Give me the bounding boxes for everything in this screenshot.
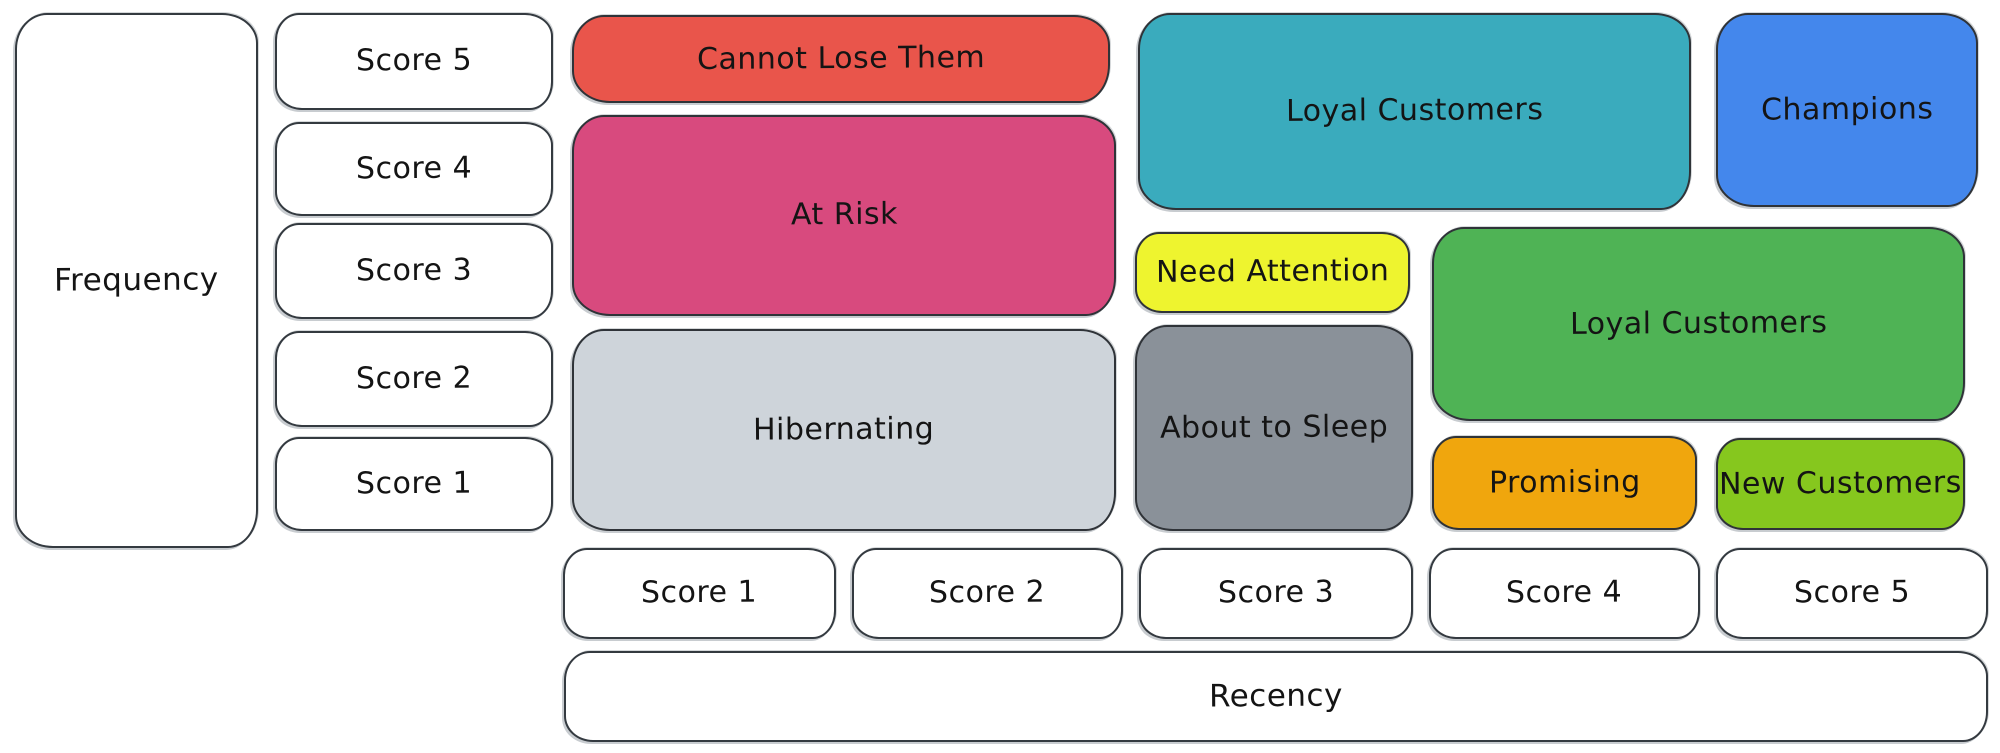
- frequency-axis-label: Frequency: [54, 261, 219, 299]
- frequency-score-5-box: Score 5: [275, 13, 553, 110]
- recency-score-1-box: Score 1: [563, 548, 836, 639]
- frequency-score-1-label: Score 1: [355, 465, 473, 502]
- recency-score-5-box: Score 5: [1716, 548, 1988, 639]
- segment-need-attention-label: Need Attention: [1155, 253, 1390, 291]
- segment-hibernating: Hibernating: [572, 329, 1116, 531]
- segment-new-customers: New Customers: [1716, 438, 1965, 530]
- frequency-score-1-box: Score 1: [275, 437, 553, 531]
- recency-score-2-box: Score 2: [852, 548, 1123, 639]
- recency-score-4-box: Score 4: [1429, 548, 1700, 639]
- recency-axis-label: Recency: [1208, 677, 1344, 715]
- frequency-score-3-box: Score 3: [275, 223, 553, 319]
- segment-champions: Champions: [1716, 13, 1978, 207]
- recency-score-3-box: Score 3: [1139, 548, 1413, 639]
- segment-need-attention: Need Attention: [1135, 232, 1410, 313]
- segment-loyal-customers-high-frequency: Loyal Customers: [1138, 13, 1691, 210]
- segment-at-risk-label: At Risk: [790, 196, 898, 233]
- frequency-axis-label-box: Frequency: [15, 13, 258, 548]
- frequency-score-4-label: Score 4: [355, 150, 473, 187]
- segment-about-to-sleep-label: About to Sleep: [1159, 408, 1389, 446]
- frequency-score-2-label: Score 2: [355, 360, 473, 397]
- recency-score-2-label: Score 2: [929, 574, 1046, 611]
- segment-cannot-lose-them-label: Cannot Lose Them: [696, 39, 986, 77]
- segment-new-customers-label: New Customers: [1718, 464, 1963, 502]
- frequency-score-4-box: Score 4: [275, 122, 553, 216]
- frequency-score-2-box: Score 2: [275, 331, 553, 427]
- segment-promising-label: Promising: [1488, 464, 1641, 501]
- segment-at-risk: At Risk: [572, 115, 1116, 316]
- recency-score-1-label: Score 1: [641, 574, 758, 611]
- segment-champions-label: Champions: [1760, 91, 1934, 128]
- segment-loyal-customers-mid-frequency: Loyal Customers: [1432, 227, 1965, 421]
- segment-promising: Promising: [1432, 436, 1697, 530]
- frequency-score-5-label: Score 5: [355, 42, 473, 79]
- segment-about-to-sleep: About to Sleep: [1135, 325, 1413, 531]
- segment-loyal-customers-mid-frequency-label: Loyal Customers: [1569, 304, 1828, 342]
- recency-score-3-label: Score 3: [1217, 574, 1335, 611]
- segment-cannot-lose-them: Cannot Lose Them: [572, 15, 1110, 103]
- segment-hibernating-label: Hibernating: [753, 411, 935, 448]
- frequency-score-3-label: Score 3: [355, 252, 473, 289]
- recency-axis-label-box: Recency: [564, 651, 1988, 742]
- segment-loyal-customers-high-frequency-label: Loyal Customers: [1285, 92, 1544, 130]
- recency-score-5-label: Score 5: [1793, 574, 1911, 611]
- recency-score-4-label: Score 4: [1506, 574, 1623, 611]
